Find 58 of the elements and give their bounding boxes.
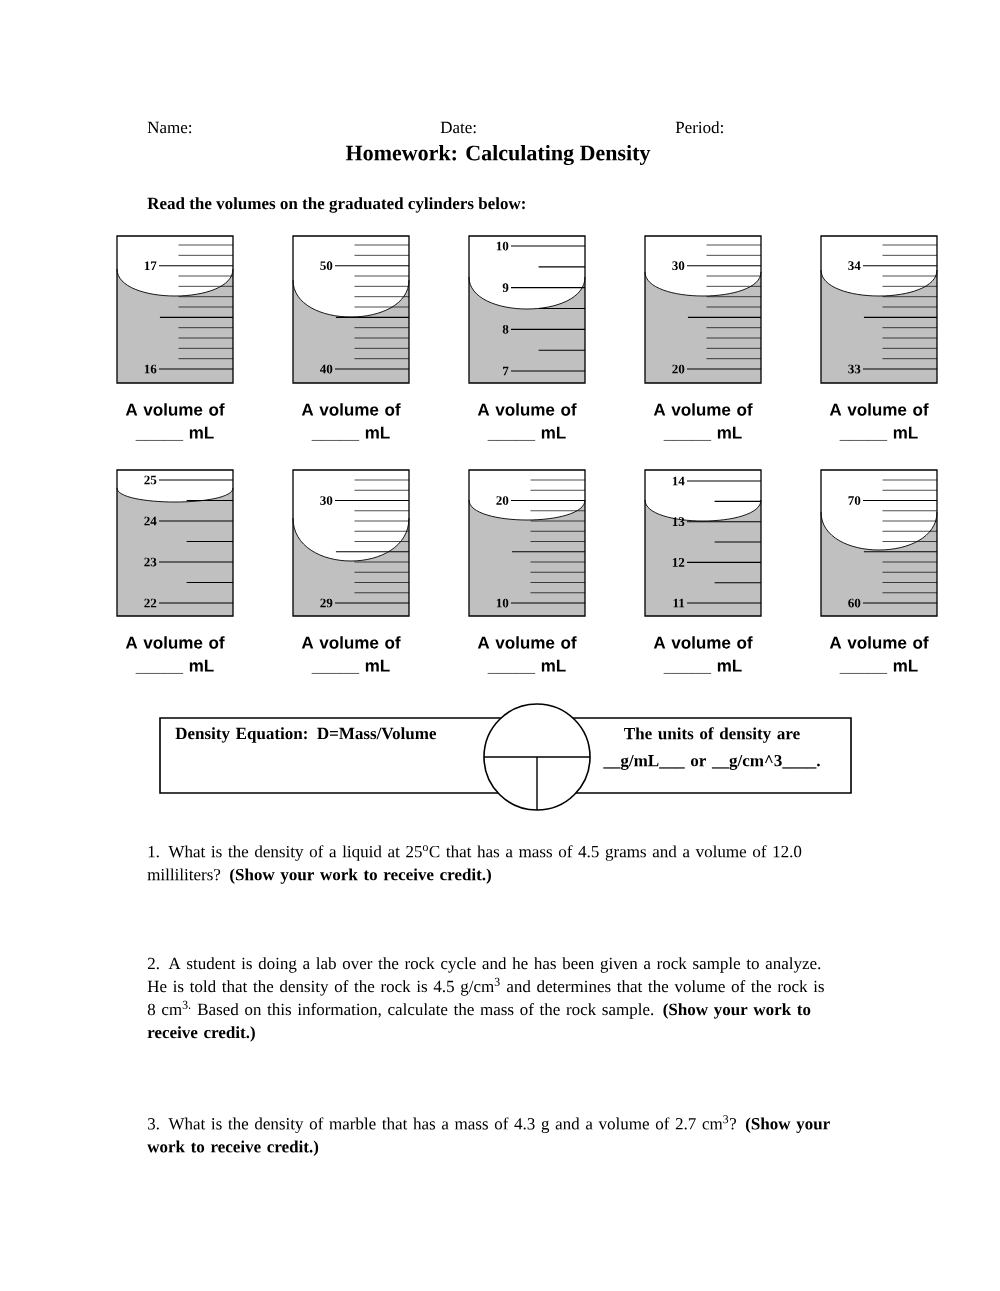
graduated-cylinder <box>116 469 234 617</box>
scale-number: 7 <box>503 366 509 376</box>
scale-number: 60 <box>848 598 861 608</box>
graduated-cylinder <box>644 469 762 617</box>
scale-number: 17 <box>144 261 157 270</box>
graduated-cylinder <box>292 235 410 384</box>
scale-number: 70 <box>848 496 861 505</box>
scale-number: 30 <box>320 496 333 505</box>
answer-prompt: A volume of _____ mL <box>477 403 577 441</box>
answer-prompt: A volume of _____ mL <box>829 403 929 441</box>
box-text: The units of density are __g/mL___ or __g/cm^3____. <box>603 727 820 770</box>
scale-number: 25 <box>144 475 157 485</box>
question: 2. A student is doing a lab over the rock cycle and he has been given a rock sample to analyze. He is told that the density of the rock is 4.5 g/cm$^{3}$ and determines that the volume of the rock is 8 cm$^{3.}$ Based on this information, calculate the mass of the rock sample. (Show your work to receive credit.) <box>147 957 824 1042</box>
title: Homework: Calculating Density <box>345 144 651 166</box>
answer-prompt: A volume of _____ mL <box>829 636 929 674</box>
answer-prompt: A volume of _____ mL <box>301 636 401 674</box>
scale-number: 16 <box>144 364 157 374</box>
scale-number: 13 <box>672 517 685 527</box>
graduated-cylinder <box>292 469 410 617</box>
scale-number: 12 <box>672 558 685 567</box>
graduated-cylinder <box>820 235 938 384</box>
scale-number: 33 <box>848 364 861 374</box>
scale-number: 50 <box>320 261 333 271</box>
scale-number: 11 <box>673 598 685 608</box>
box-text: Density Equation: D=Mass/Volume <box>175 727 436 743</box>
graduated-cylinder <box>468 469 586 617</box>
scale-number: 22 <box>144 598 157 608</box>
scale-number: 23 <box>144 557 157 567</box>
answer-prompt: A volume of _____ mL <box>125 636 225 674</box>
answer-prompt: A volume of _____ mL <box>653 403 753 441</box>
scale-number: 14 <box>672 476 685 486</box>
density-circle <box>483 703 591 811</box>
question: 1. What is the density of a liquid at 25$^{o}$C that has a mass of 4.5 grams and a volume of 12.0 milliliters? (Show your work to receive credit.) <box>147 845 802 884</box>
equation-box <box>159 717 852 794</box>
scale-number: 8 <box>502 324 509 334</box>
scale-number: 24 <box>144 516 157 526</box>
graduated-cylinder <box>468 235 586 384</box>
scale-number: 40 <box>319 364 333 374</box>
graduated-cylinder <box>820 469 938 617</box>
answer-prompt: A volume of _____ mL <box>477 636 577 674</box>
graduated-cylinder <box>116 235 234 384</box>
answer-prompt: A volume of _____ mL <box>653 636 753 674</box>
scale-number: 20 <box>672 364 685 374</box>
form-field-label: Date: <box>440 121 476 134</box>
scale-number: 10 <box>496 598 509 608</box>
instruction: Read the volumes on the graduated cylinders below: <box>147 197 525 213</box>
form-field-label: Period: <box>675 121 723 134</box>
scale-number: 29 <box>320 598 333 608</box>
scale-number: 10 <box>496 241 509 251</box>
graduated-cylinder <box>644 235 762 384</box>
scale-number: 9 <box>502 283 509 293</box>
question: 3. What is the density of marble that has a mass of 4.3 g and a volume of 2.7 cm$^{3}$? (Show your work to receive credit.) <box>147 1115 830 1156</box>
scale-number: 30 <box>672 261 685 271</box>
scale-number: 20 <box>496 496 509 505</box>
scale-number: 34 <box>848 261 861 271</box>
answer-prompt: A volume of _____ mL <box>301 403 401 441</box>
answer-prompt: A volume of _____ mL <box>125 403 225 441</box>
form-field-label: Name: <box>147 121 192 134</box>
